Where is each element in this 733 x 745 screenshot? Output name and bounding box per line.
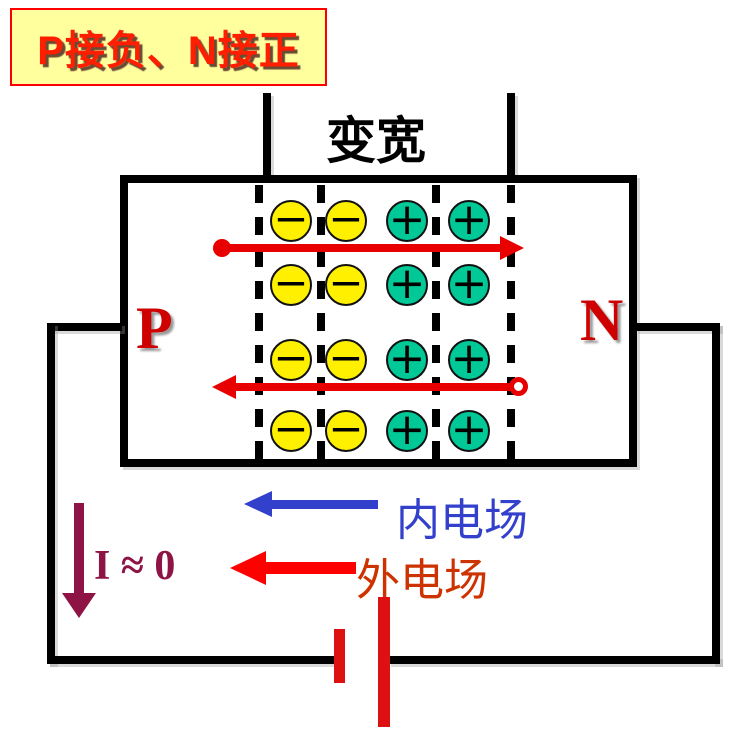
minus-sign: − (328, 194, 364, 243)
arrow-head-right (500, 236, 524, 260)
positive-ion: + (448, 403, 490, 455)
internal-field-label: 内电场 (396, 496, 528, 545)
positive-ion: + (386, 257, 428, 309)
depletion-boundary-lead-left (263, 93, 271, 177)
arrow-head-left (230, 551, 266, 585)
minus-sign: − (328, 333, 364, 382)
arrow-start-ring (509, 377, 528, 396)
minus-sign: − (328, 258, 364, 307)
plus-sign: + (388, 332, 426, 384)
minus-sign: − (273, 333, 309, 382)
arrow-head-left (244, 491, 272, 517)
external-field-label: 外电场 (356, 556, 488, 605)
battery-positive-terminal (378, 597, 390, 727)
positive-ion: + (386, 332, 428, 384)
plus-sign: + (450, 332, 488, 384)
depletion-width-label: 变宽 (326, 113, 426, 169)
title-banner: P接负、N接正 (10, 8, 327, 86)
title-text: P接负、N接正 (37, 29, 300, 73)
plus-sign: + (450, 193, 488, 245)
arrow-shaft (74, 503, 84, 595)
depletion-boundary-lead-right (507, 93, 515, 177)
arrow-shaft (266, 562, 356, 574)
positive-ion: + (448, 193, 490, 245)
arrow-shaft (272, 500, 378, 509)
negative-ion: − (270, 194, 312, 243)
arrow-head-down (62, 593, 96, 618)
arrow-head-left (212, 375, 236, 399)
plus-sign: + (388, 403, 426, 455)
wire-left-stub (47, 323, 122, 331)
pn-junction-box (120, 175, 637, 467)
depletion-dashed-line-4 (507, 185, 515, 459)
negative-ion: − (325, 333, 367, 382)
plus-sign: + (450, 257, 488, 309)
wire-bottom-right (388, 656, 720, 664)
arrow-shaft (220, 244, 502, 252)
depletion-dashed-line-2 (317, 185, 325, 459)
n-region-label: N (580, 287, 624, 353)
negative-ion: − (325, 404, 367, 453)
minus-sign: − (273, 258, 309, 307)
minus-sign: − (328, 404, 364, 453)
wire-right-stub (635, 323, 720, 331)
plus-sign: + (388, 193, 426, 245)
negative-ion: − (270, 258, 312, 307)
wire-right-vertical (712, 323, 720, 664)
negative-ion: − (325, 194, 367, 243)
positive-ion: + (448, 257, 490, 309)
positive-ion: + (386, 193, 428, 245)
minus-sign: − (273, 194, 309, 243)
negative-ion: − (325, 258, 367, 307)
minus-sign: − (273, 404, 309, 453)
arrow-shaft (234, 383, 510, 391)
positive-ion: + (448, 332, 490, 384)
depletion-dashed-line-3 (432, 185, 440, 459)
positive-ion: + (386, 403, 428, 455)
plus-sign: + (450, 403, 488, 455)
wire-left-vertical (47, 323, 55, 664)
p-region-label: P (136, 295, 173, 361)
depletion-dashed-line-1 (255, 185, 263, 459)
negative-ion: − (270, 333, 312, 382)
current-label: I ≈ 0 (94, 543, 176, 589)
plus-sign: + (388, 257, 426, 309)
negative-ion: − (270, 404, 312, 453)
battery-negative-terminal (334, 629, 345, 683)
wire-bottom-left (47, 656, 337, 664)
